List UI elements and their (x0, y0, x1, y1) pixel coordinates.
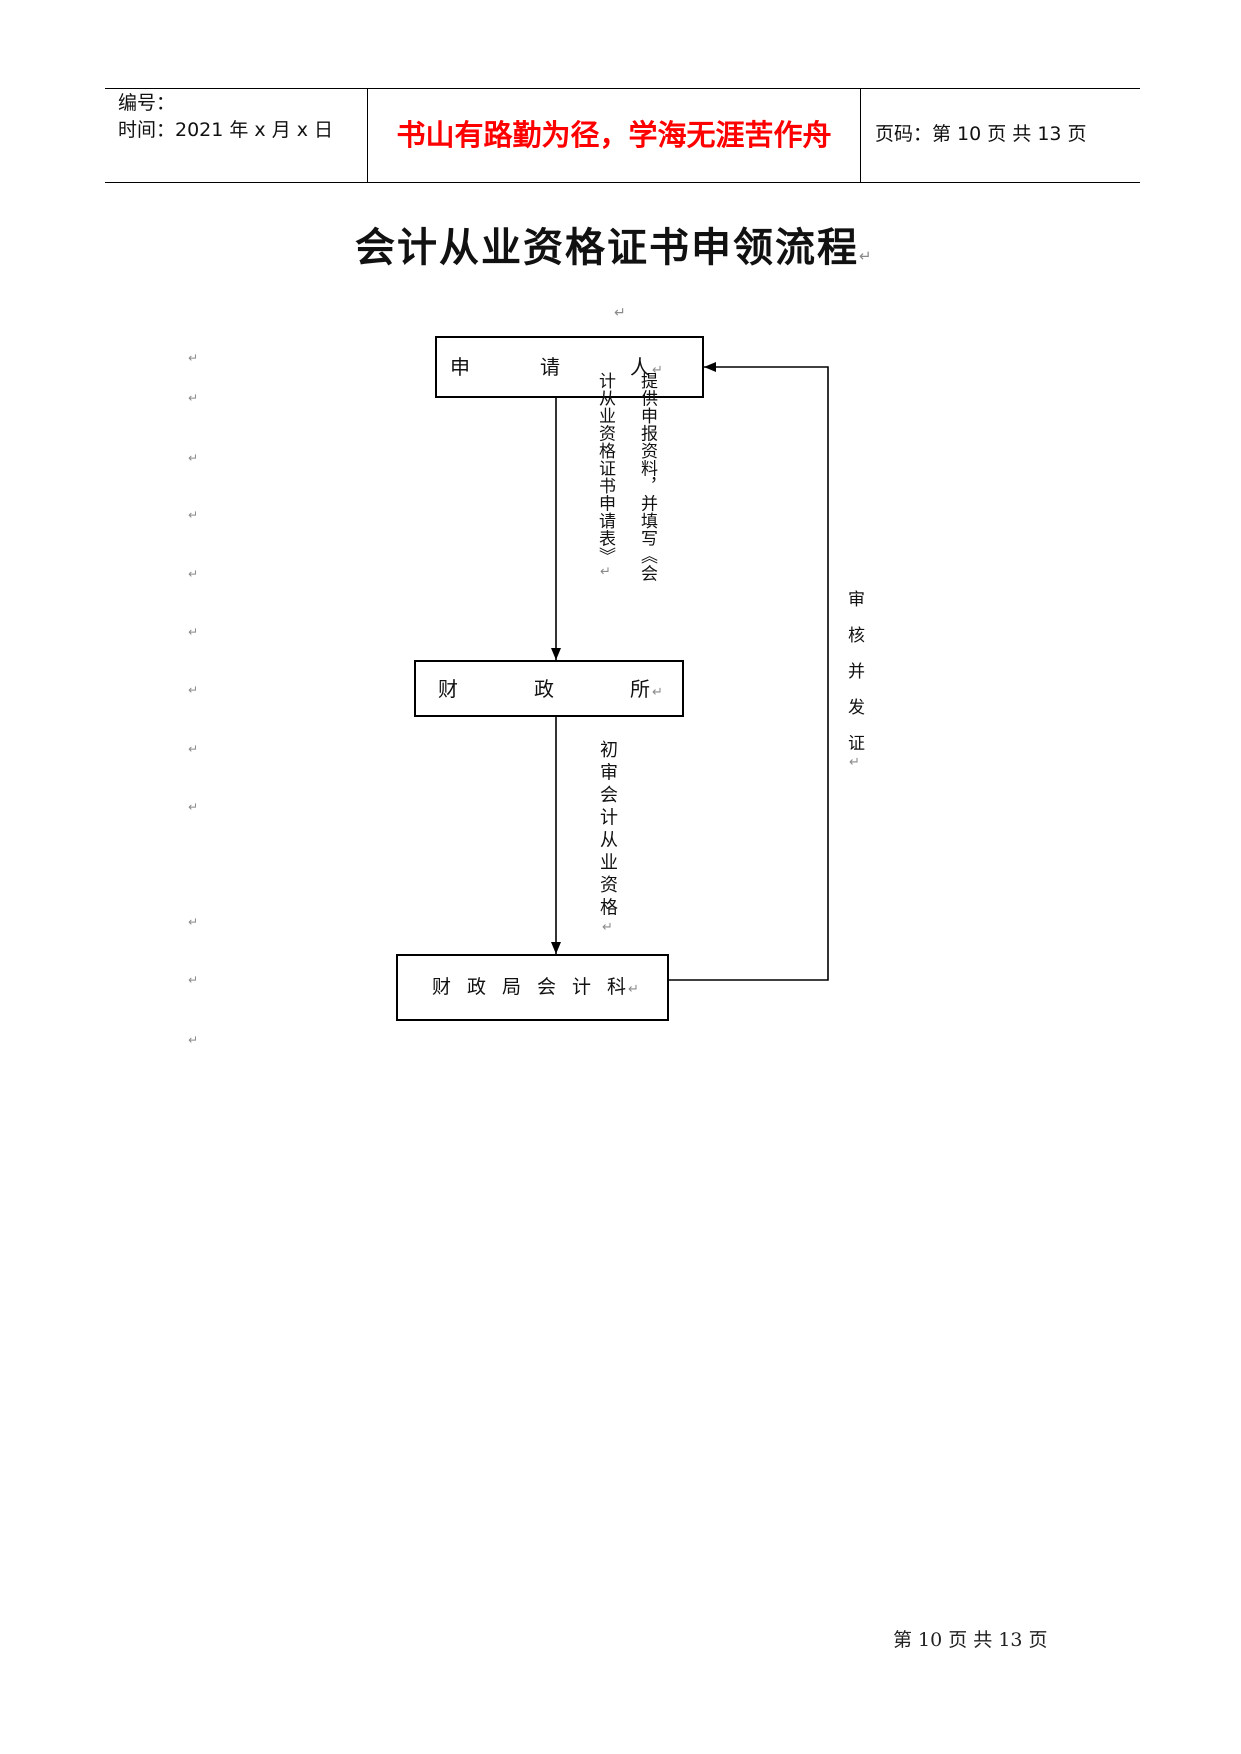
paragraph-mark: ↵ (188, 915, 199, 929)
page-title-text: 会计从业资格证书申领流程 (355, 225, 859, 271)
node-applicant: 申请人↵ (450, 357, 663, 377)
paragraph-mark: ↵ (188, 973, 199, 987)
arrow-accounting-section-to-applicant (669, 362, 829, 981)
paragraph-mark: ↵ (188, 451, 199, 465)
paragraph-mark: ↵ (652, 363, 663, 378)
edge-label-preliminary-review: 初审会计从业资格↵ (597, 740, 618, 935)
header-page-number: 页码：第 10 页 共 13 页 (875, 123, 1087, 145)
paragraph-mark: ↵ (600, 920, 615, 935)
node-accounting-section: 财政局会计科↵ (432, 978, 639, 997)
paragraph-mark: ↵ (188, 508, 199, 522)
paragraph-mark: ↵ (188, 625, 199, 639)
node-label: 申请人 (450, 355, 720, 379)
document-number-label: 编号： (118, 92, 176, 114)
edge-label-submit-materials-line2: 计从业资格证书申请表》↵ (595, 372, 615, 581)
header-divider-right (860, 88, 861, 183)
paragraph-mark: ↵ (188, 1033, 199, 1047)
paragraph-mark: ↵ (847, 755, 862, 770)
paragraph-mark: ↵ (628, 982, 639, 997)
header-rule-bottom (105, 182, 1140, 183)
paragraph-mark: ↵ (652, 685, 663, 700)
paragraph-mark: ↵ (188, 391, 199, 405)
paragraph-mark: ↵ (614, 305, 626, 321)
edge-label-text: 初审会计从业资格 (597, 740, 618, 920)
edge-label-submit-materials-line1: 提供申报资料，并填写《会 (637, 372, 657, 582)
node-label: 财政局会计科 (432, 976, 643, 998)
edge-label-review-and-issue: 审核并发证↵ (844, 590, 864, 770)
paragraph-mark: ↵ (188, 683, 199, 697)
page-title: 会计从业资格证书申领流程↵ (355, 228, 872, 268)
paragraph-mark: ↵ (188, 800, 199, 814)
footer-page-number: 第 10 页 共 13 页 (893, 1629, 1048, 1651)
edge-label-text: 审核并发证 (844, 590, 864, 770)
node-finance-office: 财政所↵ (438, 679, 663, 699)
edge-label-text: 计从业资格证书申请表》 (595, 372, 615, 565)
motto: 书山有路勤为径，学海无涯苦作舟 (396, 118, 832, 152)
paragraph-mark: ↵ (188, 742, 199, 756)
paragraph-mark: ↵ (598, 564, 613, 581)
header-rule-top (105, 88, 1140, 89)
paragraph-mark: ↵ (188, 567, 199, 581)
document-time-label: 时间：2021 年 x 月 x 日 (118, 119, 334, 141)
node-label: 财政所 (438, 677, 726, 701)
paragraph-mark: ↵ (859, 247, 872, 265)
header-divider-left (367, 88, 368, 183)
paragraph-mark: ↵ (188, 351, 199, 365)
